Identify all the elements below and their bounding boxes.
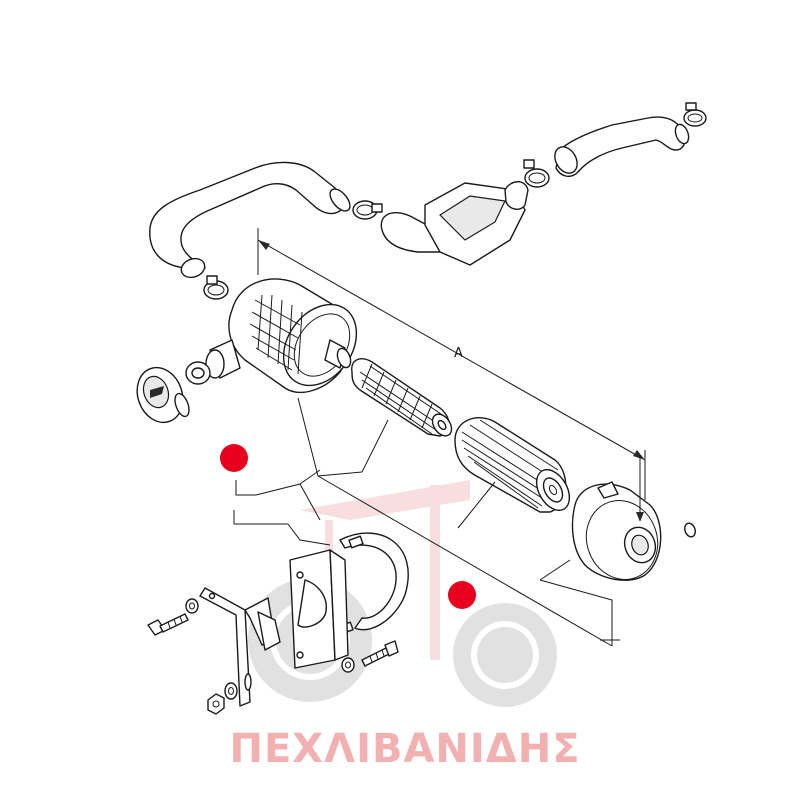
bolt-left [147,613,189,636]
intake-hose-right [554,116,690,178]
dimension-a [257,228,646,500]
hose-clamp-2 [203,275,229,300]
hose-clamp-1 [352,200,383,220]
main-filter-pleats [461,419,559,509]
intake-elbow-box [380,181,529,266]
l-bracket [199,587,281,707]
washer-bolt-left [185,598,199,614]
marker-red-left[interactable] [220,444,248,472]
dimension-label-a: A [454,346,463,361]
housing-grille [249,294,303,375]
end-cover [571,455,662,581]
washer-bracket-right [341,657,355,673]
hose-clamp-3 [523,159,550,188]
safety-filter-element [351,358,453,437]
watermark-text: ΠΕΧΛΙΒΑΝΙΔΗΣ [229,726,580,772]
nut-bottom-left [207,693,225,715]
mounting-bracket-plate [289,549,349,669]
washer-bottom-left [224,682,238,700]
main-filter-element [454,417,571,513]
safety-filter-mesh [359,363,445,435]
marker-red-right[interactable] [448,581,476,609]
intake-hose-left [149,161,351,279]
end-cap [136,366,190,424]
watermark-gear-right [453,603,557,707]
air-filter-housing [205,278,358,393]
bolt-right [361,640,399,667]
hose-clamp-4 [683,102,707,127]
washer-left [185,361,211,385]
bracket-leader-lines [233,469,331,546]
o-ring-small [684,522,696,538]
leader-lines [297,397,620,647]
